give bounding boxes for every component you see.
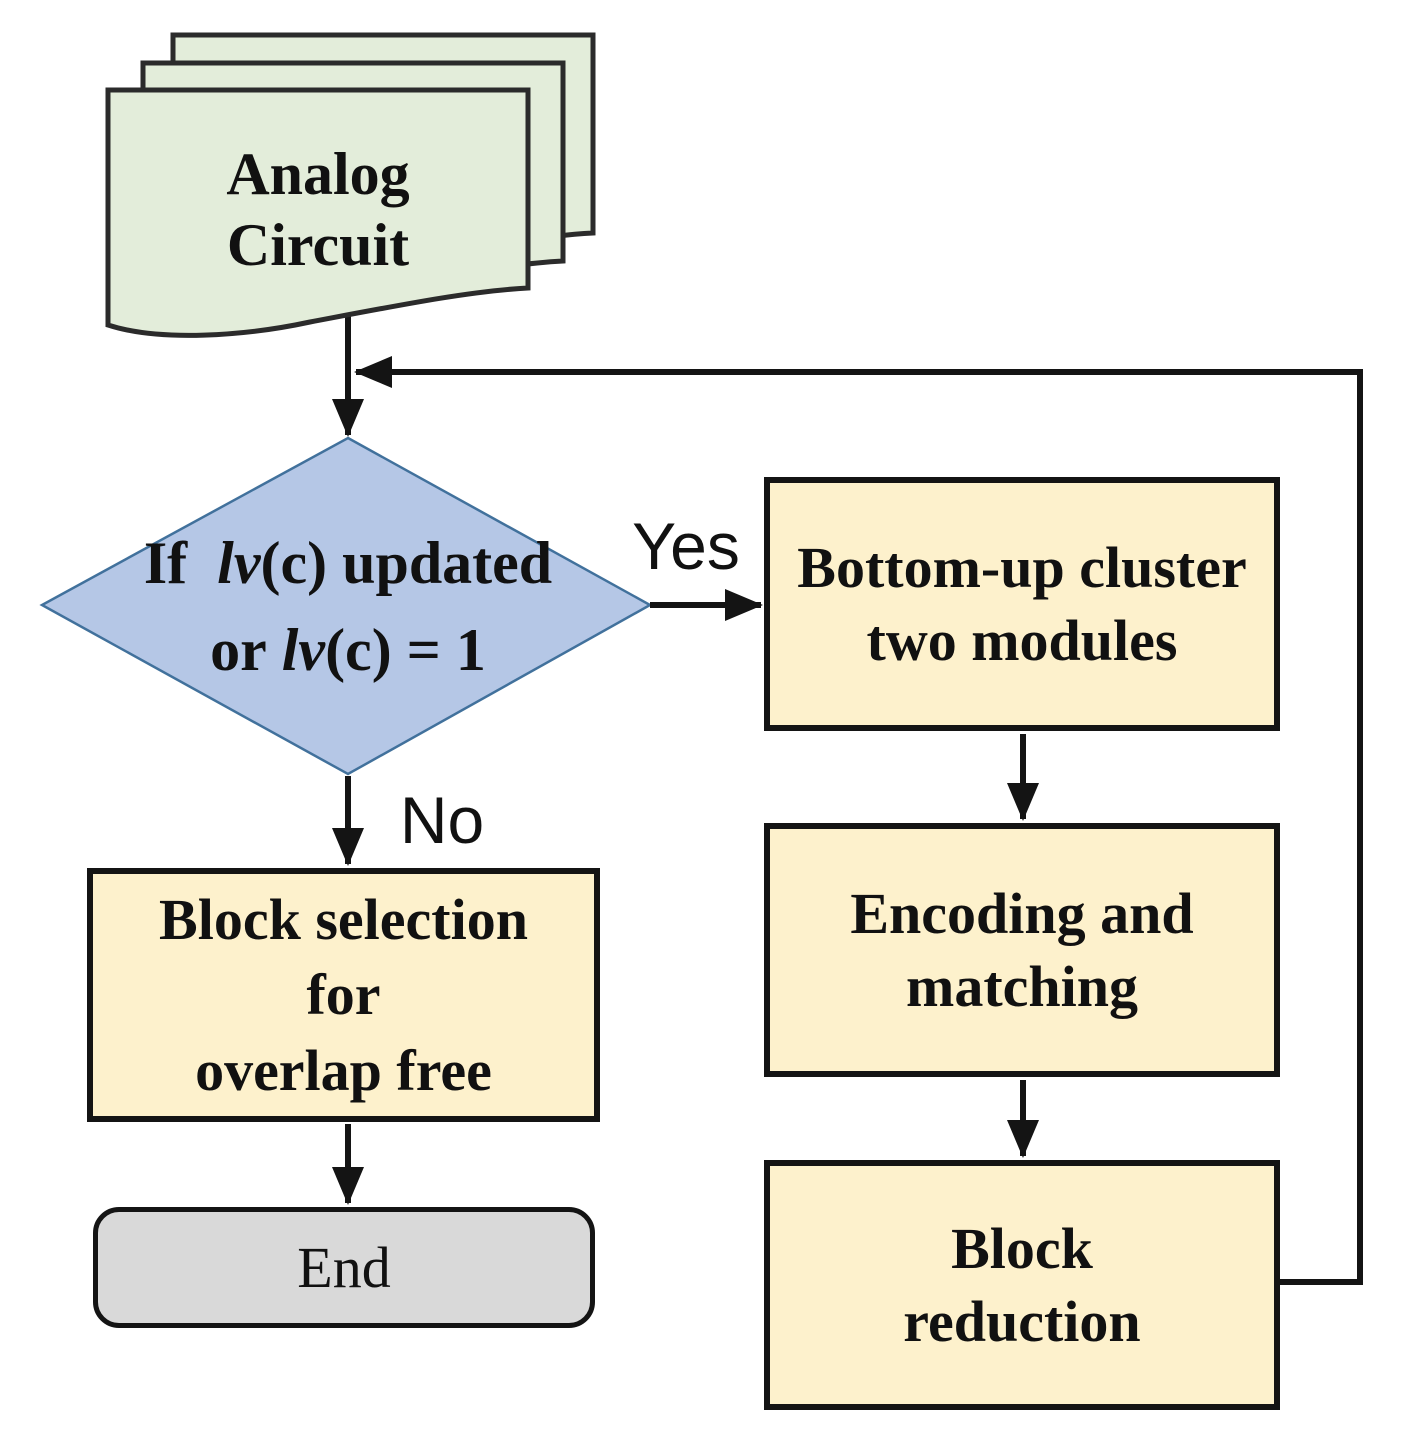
- document-page-front: [105, 87, 531, 338]
- node-encoding-matching: Encoding and matching: [764, 823, 1280, 1077]
- edge-label-no: No: [399, 783, 485, 857]
- node-block-selection: Block selection for overlap free: [87, 868, 600, 1122]
- block-selection-line1: Block selection: [159, 886, 528, 952]
- block-reduction-line1: Block: [951, 1215, 1093, 1281]
- bottom-up-line1: Bottom-up cluster: [797, 534, 1247, 600]
- encoding-line2: matching: [906, 954, 1138, 1019]
- node-end: End: [93, 1207, 595, 1328]
- node-bottom-up-cluster: Bottom-up cluster two modules: [764, 477, 1280, 731]
- block-selection-line2: for: [306, 962, 381, 1028]
- edge-feedback-loop: [354, 356, 1363, 1285]
- encoding-line1: Encoding and: [850, 880, 1194, 946]
- node-block-reduction: Block reduction: [764, 1160, 1280, 1410]
- block-reduction-line2: reduction: [903, 1289, 1141, 1354]
- end-label: End: [297, 1235, 391, 1300]
- decision-diamond-shape: [39, 436, 653, 776]
- bottom-up-line2: two modules: [866, 608, 1178, 673]
- edge-label-yes: Yes: [632, 509, 740, 583]
- block-selection-line3: overlap free: [195, 1037, 492, 1103]
